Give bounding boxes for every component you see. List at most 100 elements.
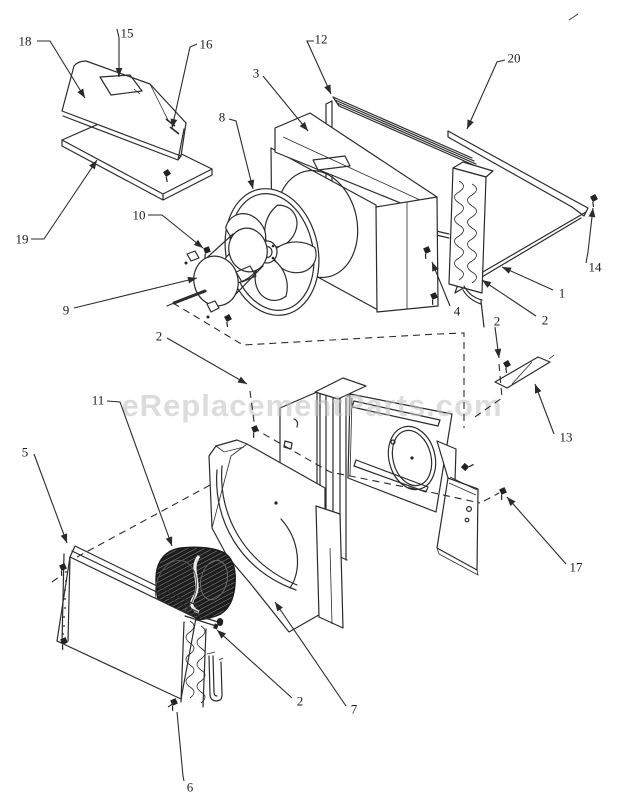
tube-grommet — [213, 623, 219, 630]
callout-2-10: 2 — [156, 329, 248, 385]
bulkhead-vent-slot — [353, 459, 429, 493]
arrowhead-icon — [432, 262, 439, 272]
tube-u-bend — [208, 655, 223, 702]
callout-17-17: 17 — [506, 496, 584, 575]
callout-2-13: 2 — [481, 279, 549, 328]
callout-10-7: 10 — [133, 208, 204, 249]
callout-13-16: 13 — [534, 383, 573, 445]
bulkhead-floor-strip — [315, 505, 344, 629]
leader-line — [176, 711, 185, 782]
callout-6-22: 6 — [176, 711, 194, 795]
callout-label-10: 10 — [133, 208, 146, 223]
arrowhead-icon — [507, 497, 516, 507]
callout-label-14: 14 — [589, 260, 603, 275]
bulkhead-assembly — [279, 377, 453, 561]
arrowhead-icon — [193, 239, 203, 248]
callout-label-11: 11 — [92, 393, 105, 408]
callout-12-3: 12 — [306, 32, 332, 95]
leader-line — [31, 159, 98, 240]
callout-3-4: 3 — [253, 66, 309, 132]
callout-18-0: 18 — [19, 34, 86, 99]
callout-label-7: 7 — [351, 702, 358, 717]
tube-horizontal — [184, 611, 219, 627]
bulkhead-top-face — [314, 377, 367, 400]
leader-line — [228, 118, 254, 190]
arrowhead-icon — [494, 348, 502, 358]
leader-line — [501, 266, 554, 291]
leader-line — [106, 400, 173, 547]
callout-label-9: 9 — [63, 303, 70, 318]
scroll-opening-arc — [280, 518, 299, 589]
leader-line — [148, 214, 204, 249]
front-door-panel — [436, 440, 479, 576]
callout-label-20: 20 — [508, 51, 521, 66]
leader-line — [481, 279, 537, 317]
arrowhead-icon — [187, 276, 197, 284]
leader-line — [166, 337, 248, 385]
fan-shroud — [270, 112, 439, 313]
leader-line — [585, 207, 594, 264]
leader-line — [37, 40, 86, 99]
stray-mark — [568, 13, 579, 21]
screw-icon — [54, 560, 70, 577]
arrowhead-icon — [60, 533, 68, 543]
leader-line — [262, 75, 309, 132]
callout-label-12: 12 — [315, 32, 328, 47]
bulkhead-clip-icon — [283, 418, 299, 450]
motor-foot — [206, 300, 220, 313]
arrowhead-icon — [588, 208, 596, 218]
watermark-text: eReplacementParts.com — [121, 388, 502, 423]
arrowhead-icon — [535, 384, 542, 394]
arrowhead-icon — [115, 68, 123, 77]
callout-1-12: 1 — [501, 266, 566, 301]
callout-label-5: 5 — [22, 445, 29, 460]
callout-16-2: 16 — [170, 37, 214, 129]
arrowhead-icon — [89, 160, 97, 170]
arrowhead-icon — [165, 536, 173, 546]
arrowhead-icon — [467, 119, 474, 129]
arrowhead-icon — [247, 179, 255, 189]
leader-line — [33, 453, 68, 544]
screw-icon — [585, 191, 601, 208]
callout-label-1: 1 — [559, 286, 566, 301]
screw-icon — [459, 461, 475, 473]
leader-line — [306, 40, 332, 95]
callout-label-19: 19 — [16, 232, 29, 247]
leader-line — [216, 629, 293, 699]
leader-line — [171, 43, 198, 129]
callout-9-8: 9 — [63, 276, 198, 318]
callout-label-3: 3 — [253, 66, 260, 81]
motor-shaft — [172, 289, 207, 305]
callout-label-15: 15 — [121, 26, 134, 41]
screw-icon — [494, 484, 510, 501]
callout-label-16: 16 — [200, 37, 214, 52]
scroll-volute — [216, 465, 298, 591]
callout-label-2: 2 — [494, 314, 501, 329]
callout-label-2: 2 — [297, 694, 304, 709]
arrowhead-icon — [502, 267, 512, 274]
callout-7-21: 7 — [274, 601, 358, 717]
arrowhead-icon — [170, 118, 178, 128]
fan-motor — [166, 227, 268, 319]
motor-foot — [186, 250, 200, 262]
callout-label-2: 2 — [156, 329, 163, 344]
callout-8-6: 8 — [219, 110, 255, 190]
arrowhead-icon — [275, 602, 283, 612]
callout-14-11: 14 — [585, 207, 603, 275]
callout-5-19: 5 — [22, 445, 68, 544]
callout-label-2: 2 — [542, 313, 549, 328]
callout-2-20: 2 — [216, 629, 304, 709]
cover-label-recess — [99, 74, 143, 96]
callout-4-14: 4 — [431, 261, 461, 319]
fan-opening — [387, 425, 437, 491]
base-plate — [61, 118, 213, 201]
callout-19-9: 19 — [16, 159, 98, 247]
leader-line — [274, 601, 347, 707]
arrowhead-icon — [482, 280, 492, 288]
leader-line — [506, 496, 567, 565]
callout-label-17: 17 — [570, 560, 584, 575]
front-cover — [61, 60, 187, 161]
condenser-coil — [431, 161, 494, 328]
callout-label-13: 13 — [560, 430, 573, 445]
